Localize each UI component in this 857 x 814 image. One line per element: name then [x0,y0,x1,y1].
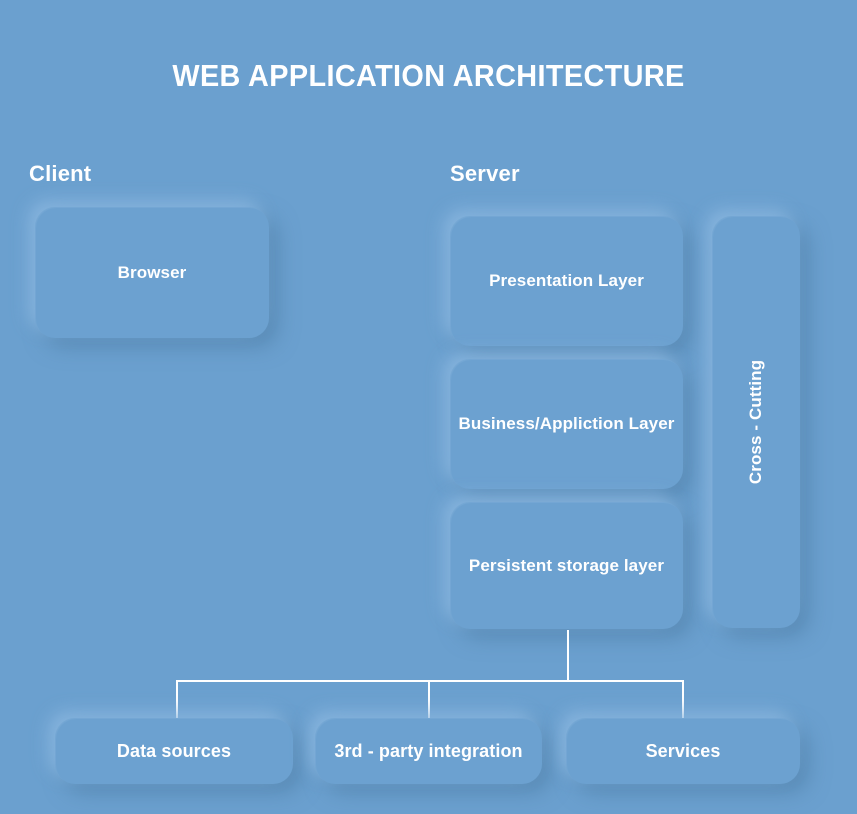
connector-drop-third-party [428,680,430,720]
node-services-label: Services [645,740,721,761]
node-third-party-integration-label: 3rd - party integration [334,740,523,761]
node-data-sources[interactable]: Data sources [55,718,293,784]
node-presentation-layer-label: Presentation Layer [489,271,644,290]
node-business-application-layer[interactable]: Business/Appliction Layer [450,359,683,489]
node-browser[interactable]: Browser [35,207,269,338]
section-heading-client: Client [29,161,92,186]
node-cross-cutting-label: Cross - Cutting [746,359,765,485]
node-services[interactable]: Services [566,718,800,784]
node-business-application-layer-label: Business/Appliction Layer [458,414,675,433]
node-persistent-storage-layer[interactable]: Persistent storage layer [450,502,683,629]
page-title: WEB APPLICATION ARCHITECTURE [172,58,685,93]
node-data-sources-label: Data sources [116,740,232,761]
connector-stem-vertical [567,630,569,682]
section-heading-server: Server [450,161,520,186]
node-persistent-storage-layer-label: Persistent storage layer [468,555,665,575]
connector-drop-services [682,680,684,720]
connector-drop-data-sources [176,680,178,720]
node-third-party-integration[interactable]: 3rd - party integration [315,718,542,784]
node-browser-label: Browser [117,262,187,282]
node-presentation-layer[interactable]: Presentation Layer [450,216,683,346]
connector-bus-horizontal [176,680,684,682]
node-cross-cutting[interactable]: Cross - Cutting [712,216,800,628]
